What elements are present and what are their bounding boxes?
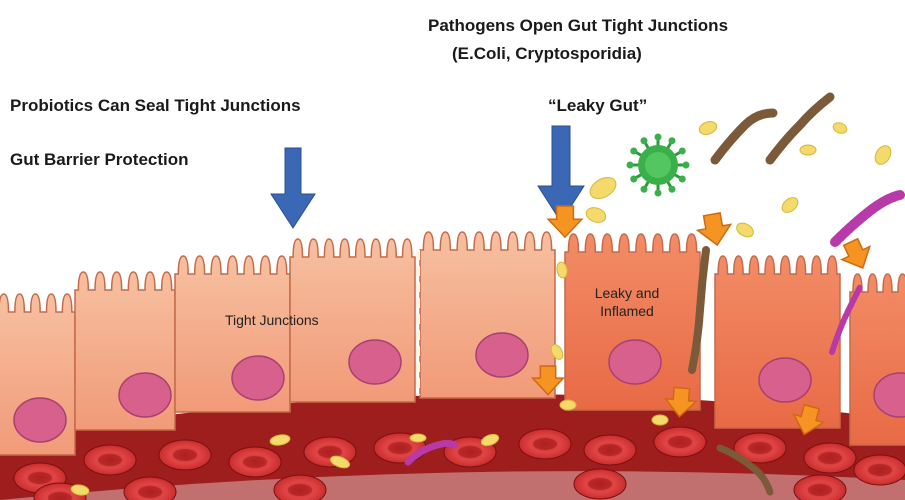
pathogens-title: Pathogens Open Gut Tight Junctions (428, 16, 728, 36)
leaky-gut-label: “Leaky Gut” (548, 96, 647, 116)
leaky-inflamed-label-1: Leaky and (582, 285, 672, 301)
gut-barrier-label: Gut Barrier Protection (10, 150, 189, 170)
pathogens-examples: (E.Coli, Cryptosporidia) (452, 44, 642, 64)
leaky-inflamed-label-2: Inflamed (582, 303, 672, 319)
probiotics-label: Probiotics Can Seal Tight Junctions (10, 96, 301, 116)
tight-junctions-label: Tight Junctions (225, 312, 319, 328)
